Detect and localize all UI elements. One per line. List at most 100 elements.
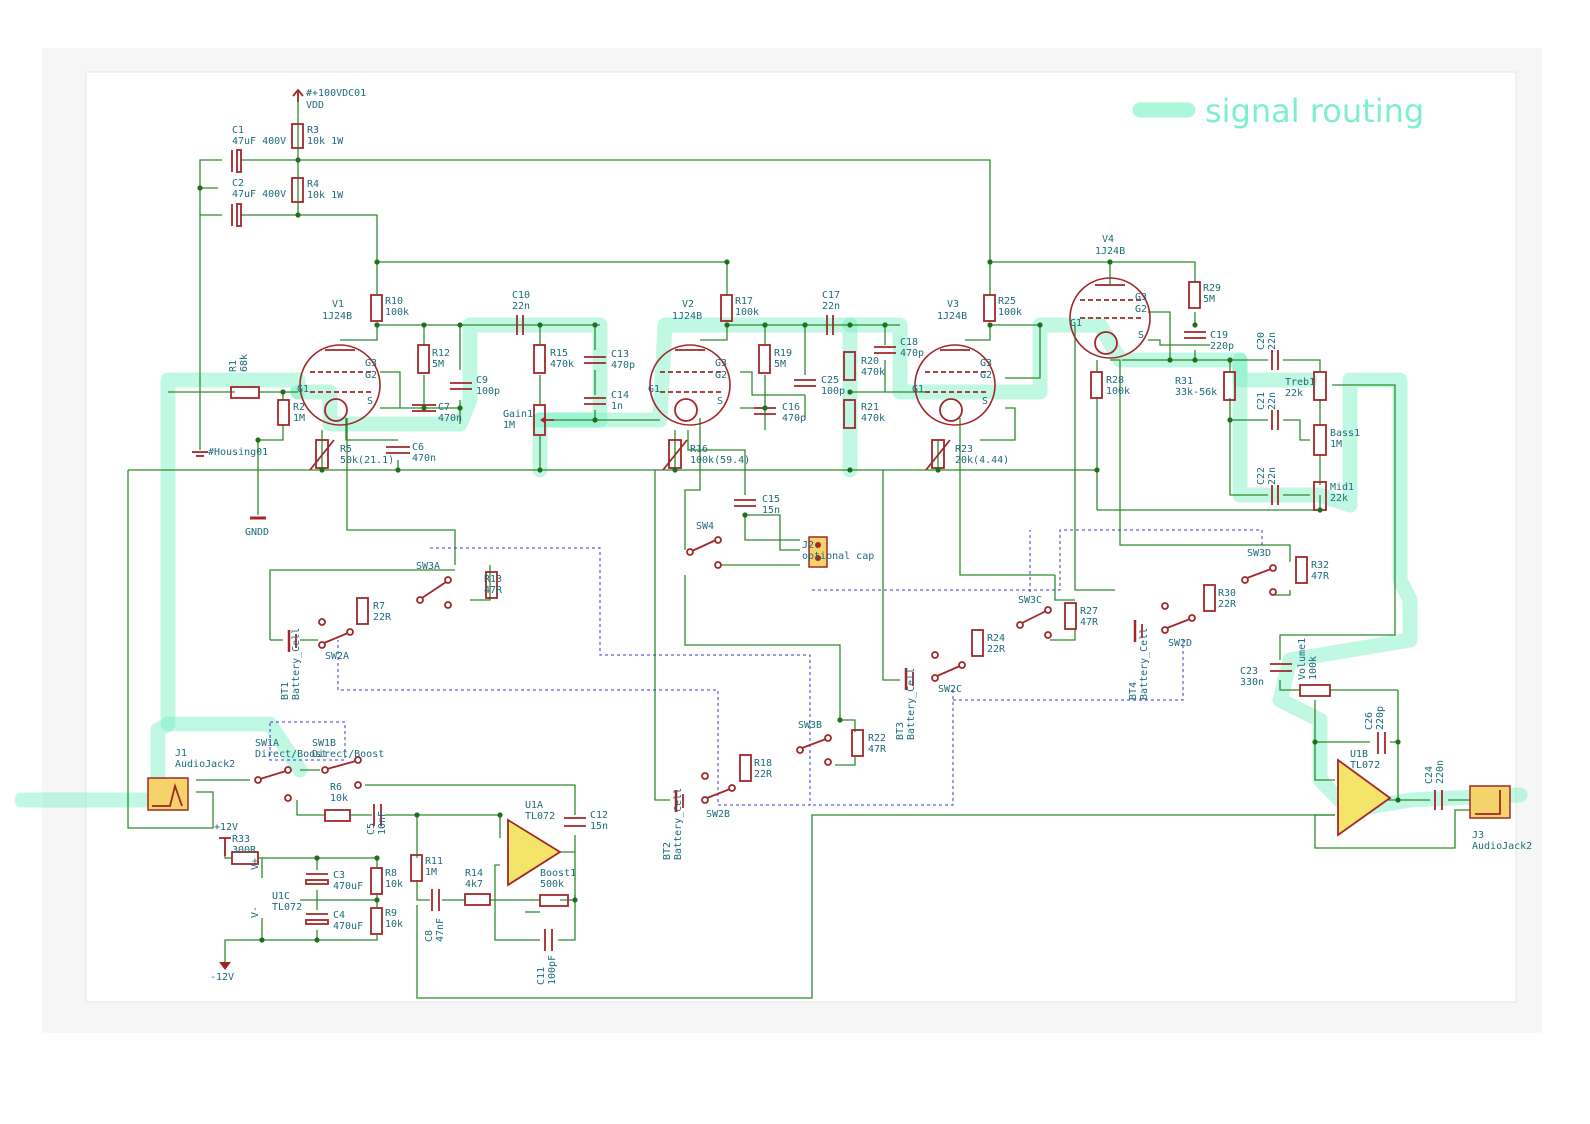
- wires: [127, 100, 1470, 999]
- junction-dot: [1227, 417, 1233, 423]
- label-c23-ref: C23: [1240, 666, 1258, 677]
- pin-vminus: V-: [250, 906, 261, 918]
- tube-v1-ref: V1: [332, 299, 344, 310]
- junction-dot: [457, 322, 463, 328]
- pin-s-v1: S: [367, 396, 373, 407]
- resistor-r3: [291, 123, 304, 149]
- gnd-label: GNDD: [245, 527, 269, 538]
- label-r10-value: 100k: [385, 307, 409, 318]
- potentiometer-treb1: [1313, 371, 1327, 401]
- label-c2-ref: C2: [232, 178, 244, 189]
- junction-dot: [1395, 797, 1401, 803]
- label-r32-value: 47R: [1311, 571, 1330, 582]
- label-r7-value: 22R: [373, 612, 392, 623]
- jumper-j2: [808, 536, 828, 568]
- junction-dot: [762, 322, 768, 328]
- label-r14-value: 4k7: [465, 879, 483, 890]
- battery-bt3: [904, 668, 914, 690]
- opamp-u1a: [507, 818, 562, 887]
- label-c15-ref: C15: [762, 494, 780, 505]
- label-sw3d-ref: SW3D: [1247, 548, 1271, 559]
- switch-sw4: [686, 536, 722, 569]
- pin-s-v4: S: [1138, 330, 1144, 341]
- potentiometer-volume1: [1299, 684, 1331, 697]
- resistor-r8: [370, 867, 383, 895]
- label-r7-ref: R7: [373, 601, 385, 612]
- junction-dot: [457, 405, 463, 411]
- label-bt1-value: Battery_Cell: [291, 628, 302, 700]
- label-u1c-ref: U1C: [272, 891, 290, 902]
- label-c9-value: 100p: [476, 386, 500, 397]
- junction-dot: [837, 717, 843, 723]
- label-u1c-value: TL072: [272, 902, 302, 913]
- label-r4-value: 10k 1W: [307, 190, 344, 201]
- housing-ground-symbol: [192, 451, 208, 457]
- label-c21-ref: C21: [1256, 392, 1267, 410]
- label-c19-value: 220p: [1210, 341, 1234, 352]
- junction-dot: [672, 467, 678, 473]
- junction-dot: [987, 259, 993, 265]
- resistor-r29: [1188, 281, 1201, 309]
- label-sw2b-ref: SW2B: [706, 809, 730, 820]
- label-r8-value: 10k: [385, 879, 403, 890]
- junction-dot: [421, 405, 427, 411]
- label-r11-ref: R11: [425, 856, 443, 867]
- label-gain1-value: 1M: [503, 420, 515, 431]
- plus12-label: +12V: [214, 822, 238, 833]
- pin-g3-v3: G3: [980, 358, 992, 369]
- components: [147, 88, 1511, 970]
- label-r5-value: 50k(21.1): [340, 455, 394, 466]
- tube-v1-value: 1J24B: [322, 311, 352, 322]
- label-r13-ref: R13: [484, 574, 502, 585]
- label-r2-ref: R2: [293, 402, 305, 413]
- junction-dot: [319, 467, 325, 473]
- label-r28-ref: R28: [1106, 375, 1124, 386]
- label-j2-ref: J2: [802, 540, 814, 551]
- junction-dot: [847, 467, 853, 473]
- label-sw2c-ref: SW2C: [938, 684, 962, 695]
- switch-sw3c: [1016, 606, 1052, 639]
- opamp-u1b: [1337, 758, 1392, 837]
- capacitor-c3: [305, 873, 329, 885]
- label-u1a-ref: U1A: [525, 800, 543, 811]
- label-c4-ref: C4: [333, 910, 345, 921]
- label-c25-ref: C25: [821, 375, 839, 386]
- tube-v2-ref: V2: [682, 299, 694, 310]
- resistor-r33: [231, 851, 259, 865]
- label-bass1-ref: Bass1: [1330, 428, 1360, 439]
- label-c1-ref: C1: [232, 125, 244, 136]
- pin-g2-v4: G2: [1135, 304, 1147, 315]
- resistor-r17: [720, 294, 733, 322]
- power-labels: #+100VDC01 VDD #Housing01 GNDD +12V -12V: [208, 88, 366, 983]
- tube-v3: [914, 344, 996, 426]
- label-c12-value: 15n: [590, 821, 608, 832]
- capacitor-c22: [1271, 485, 1279, 505]
- junction-dot: [1192, 357, 1198, 363]
- label-r3-value: 10k 1W: [307, 136, 344, 147]
- capacitor-c2: [231, 203, 242, 227]
- junction-dot: [497, 812, 503, 818]
- pin-vplus: V+: [250, 858, 261, 870]
- capacitor-c17: [826, 315, 834, 335]
- label-c14-value: 1n: [611, 401, 623, 412]
- label-r6-value: 10k: [330, 793, 348, 804]
- label-sw3c-ref: SW3C: [1018, 595, 1042, 606]
- label-r6-ref: R6: [330, 782, 342, 793]
- label-r19-ref: R19: [774, 348, 792, 359]
- potentiometer-boost1: [539, 894, 569, 907]
- resistor-r2: [277, 399, 290, 426]
- label-r10-ref: R10: [385, 296, 403, 307]
- label-c23-value: 330n: [1240, 677, 1264, 688]
- junction-dot: [847, 322, 853, 328]
- junction-dots: [197, 157, 1401, 943]
- label-r13-value: 47R: [484, 585, 503, 596]
- junction-dot: [259, 937, 265, 943]
- label-r15-value: 470k: [550, 359, 574, 370]
- tube-v1: [299, 344, 381, 426]
- label-r2-value: 1M: [293, 413, 305, 424]
- label-r4-ref: R4: [307, 179, 319, 190]
- switch-sw1b: [321, 756, 362, 789]
- label-r8-ref: R8: [385, 868, 397, 879]
- pin-g2-v1: G2: [365, 370, 377, 381]
- label-gain1-ref: Gain1: [503, 409, 533, 420]
